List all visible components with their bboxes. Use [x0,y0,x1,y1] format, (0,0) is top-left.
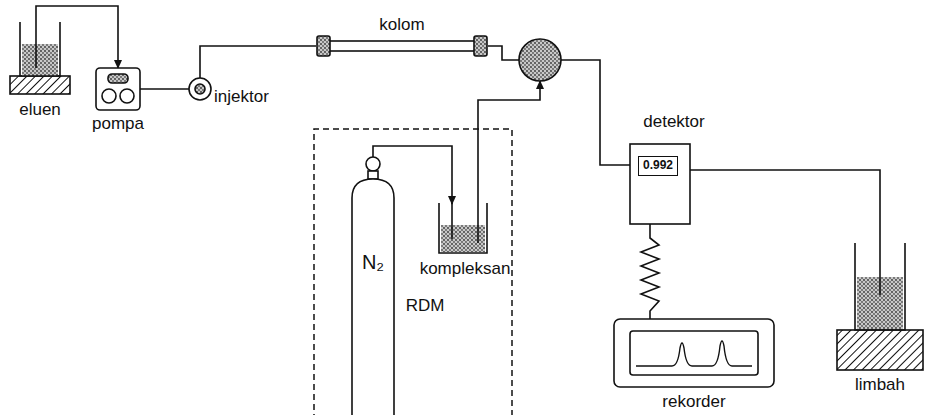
flow-line [641,224,659,319]
nitrogen-cylinder-drawing [348,156,398,415]
flow-line [690,170,880,235]
detector: detektor 0.992 [628,112,720,227]
part-label: injektor [214,87,269,107]
part-label: rekorder [662,392,725,412]
nitrogen-cylinder: N₂ [348,156,398,415]
part-label: N₂ [362,251,384,274]
flow-line [561,60,630,165]
complexant-bottle: kompleksan [419,203,511,285]
mixing-tee-drawing [518,38,562,82]
part-label: kolom [379,15,424,35]
flow-line [200,46,316,78]
injector: injektor [188,75,288,109]
flow-line [140,88,189,90]
flow-line [488,46,519,60]
recorder: rekorder [612,318,777,413]
flow-line [478,81,540,203]
column: kolom [316,15,488,57]
mixing-tee [518,38,562,82]
part-label: pompa [92,114,144,134]
pump: pompa [90,66,146,136]
eluent-reservoir: eluen [8,18,78,126]
part-label: RDM [406,296,445,316]
waste-container: limbah [835,235,927,400]
part-label: limbah [855,375,905,395]
display-reading: 0.992 [638,156,678,176]
part-label: eluen [19,100,61,120]
rdm-region: RDM N₂ kompleksan [313,128,513,415]
part-label: detektor [643,112,704,132]
part-label: kompleksan [420,259,511,279]
